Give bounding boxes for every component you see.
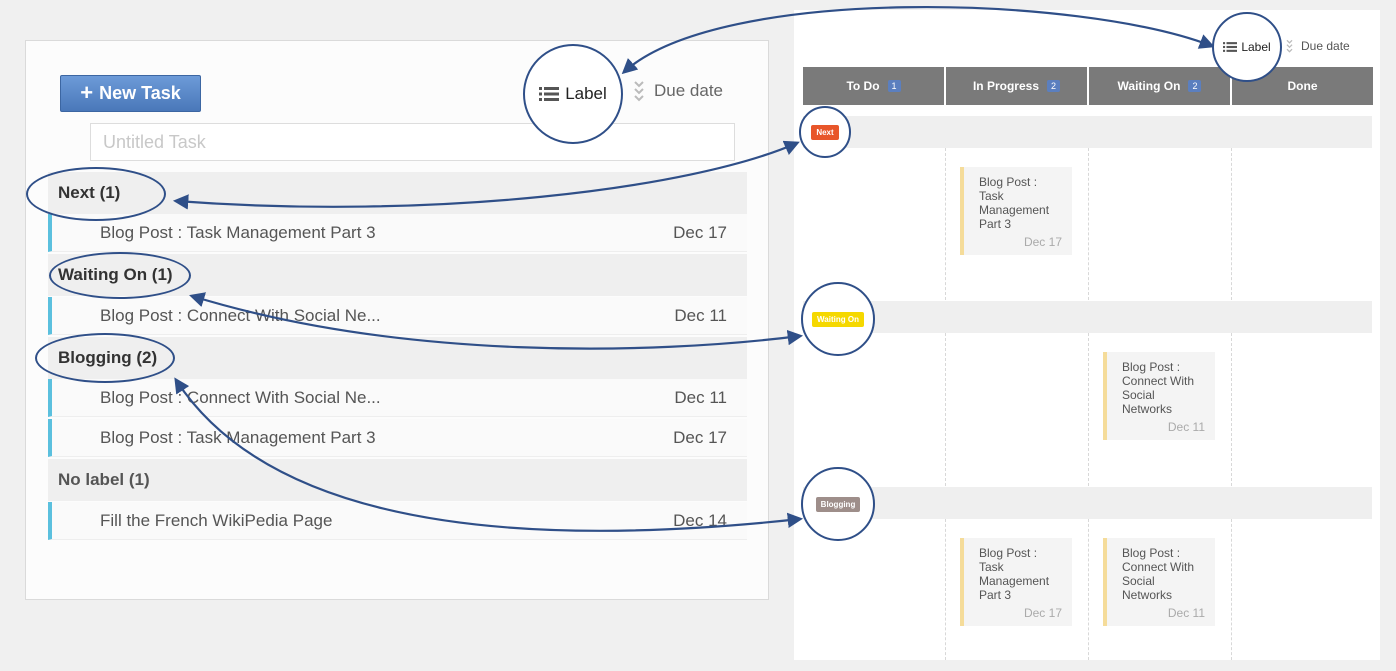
column-divider [1231,519,1232,660]
column-header-to-do[interactable]: To Do 1 [803,67,944,105]
zoom-label-text: Label [565,84,607,103]
column-divider [1088,519,1089,660]
task-row[interactable]: Blog Post : Task Management Part 3 Dec 1… [48,214,747,252]
zoom-circle-waiting-on-tag: Waiting On [801,282,875,356]
column-header-in-progress[interactable]: In Progress 2 [946,67,1087,105]
chevron-down-icon [1286,39,1293,53]
card-due-date: Dec 11 [1167,606,1205,620]
board-sort-by-due-date-option[interactable]: Due date [1286,39,1350,53]
lane-tag-blogging[interactable]: Blogging [815,496,861,512]
zoom-circle-next-tag: Next [799,106,851,158]
task-due-date: Dec 17 [673,427,727,447]
task-title: Blog Post : Task Management Part 3 [100,222,376,242]
task-due-date: Dec 11 [674,305,727,325]
zoom-circle-blogging-tag: Blogging [801,467,875,541]
list-icon [1223,42,1238,52]
new-task-input[interactable] [90,123,735,161]
column-count-badge: 2 [1188,80,1202,92]
column-divider [1088,333,1089,486]
board-sort-due-text: Due date [1301,39,1350,53]
column-divider [945,519,946,660]
board-card[interactable]: Blog Post : Task Management Part 3 Dec 1… [960,167,1072,255]
task-title: Blog Post : Connect With Social Ne... [100,387,381,407]
zoom-circle-board-label-sort: Label [1212,12,1282,82]
card-title: Blog Post : Connect With Social Networks [1122,546,1195,602]
sort-by-due-date-option[interactable]: Due date [634,80,723,102]
lane-tag-waiting-on[interactable]: Waiting On [812,311,864,327]
column-title: Done [1287,79,1318,93]
column-count-badge: 1 [887,80,901,92]
board-card[interactable]: Blog Post : Connect With Social Networks… [1103,538,1215,626]
sort-due-text: Due date [654,81,723,100]
board-card[interactable]: Blog Post : Connect With Social Networks… [1103,352,1215,440]
highlight-waiting-on-group [49,252,191,299]
board-view-panel: Label Due date To Do 1 In Progress 2 Wai… [794,10,1380,660]
column-count-badge: 2 [1047,80,1061,92]
card-due-date: Dec 17 [1023,235,1062,249]
task-due-date: Dec 17 [673,222,727,242]
board-card[interactable]: Blog Post : Task Management Part 3 Dec 1… [960,538,1072,626]
card-title: Blog Post : Connect With Social Networks [1122,360,1195,416]
swimlane-blogging [803,487,1372,519]
list-view-panel: + New Task Label Due date Next (1) Blog … [25,40,769,600]
task-title: Blog Post : Connect With Social Ne... [100,305,381,325]
lane-tag-next[interactable]: Next [811,124,839,140]
column-header-waiting-on[interactable]: Waiting On 2 [1089,67,1230,105]
zoom-board-label-text: Label [1241,40,1271,54]
task-title: Blog Post : Task Management Part 3 [100,427,376,447]
card-title: Blog Post : Task Management Part 3 [979,175,1050,231]
task-due-date: Dec 14 [673,510,727,530]
swimlane-waiting-on [803,301,1372,333]
highlight-blogging-group [35,333,175,383]
list-icon [539,87,560,101]
zoom-circle-label-sort: Label [523,44,623,144]
column-divider [1231,148,1232,300]
column-title: Waiting On [1117,79,1181,93]
new-task-button[interactable]: + New Task [60,75,201,112]
plus-icon: + [80,79,94,105]
task-row[interactable]: Blog Post : Connect With Social Ne... De… [48,297,747,335]
card-title: Blog Post : Task Management Part 3 [979,546,1050,602]
task-row[interactable]: Fill the French WikiPedia Page Dec 14 [48,502,747,540]
task-due-date: Dec 11 [674,387,727,407]
column-divider [1231,333,1232,486]
column-divider [945,148,946,300]
card-due-date: Dec 17 [1023,606,1062,620]
task-row[interactable]: Blog Post : Task Management Part 3 Dec 1… [48,419,747,457]
task-title: Fill the French WikiPedia Page [100,510,333,530]
task-row[interactable]: Blog Post : Connect With Social Ne... De… [48,379,747,417]
new-task-label: New Task [99,83,181,103]
column-title: In Progress [972,79,1039,93]
column-divider [1088,148,1089,300]
chevron-down-icon [634,81,644,102]
column-title: To Do [846,79,880,93]
card-due-date: Dec 11 [1167,420,1205,434]
column-divider [945,333,946,486]
group-header-no-label[interactable]: No label (1) [48,459,747,501]
highlight-next-group [26,167,166,221]
swimlane-next [803,116,1372,148]
